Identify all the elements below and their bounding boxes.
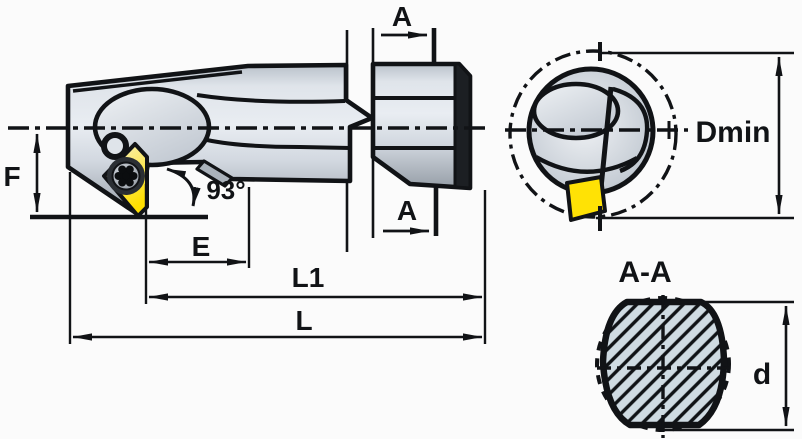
section-label-bottom: A — [397, 195, 417, 226]
front-pocket-ellipse — [531, 81, 621, 141]
section-view: A-A d — [595, 256, 794, 438]
front-pocket-bottom-arc — [534, 155, 639, 174]
dim-label-e: E — [192, 231, 211, 262]
torx-screw — [107, 157, 145, 195]
angle-arc-93 — [166, 167, 201, 207]
side-view — [8, 28, 488, 252]
angle-label-93: 93° — [206, 175, 245, 205]
section-view-title: A-A — [618, 256, 671, 289]
dim-label-l1: L1 — [292, 262, 325, 293]
section-label-top: A — [392, 1, 412, 32]
head-top-chamfer-line — [72, 70, 243, 93]
neck-lower-band-line — [206, 138, 351, 150]
head-bottom-facet — [195, 159, 234, 188]
dim-label-f: F — [3, 161, 20, 192]
dim-label-d: d — [753, 358, 771, 391]
dimensions-side: F E L1 L 93° A A — [3, 1, 487, 344]
dim-label-l: L — [295, 305, 312, 336]
shank-end-face — [453, 62, 472, 190]
neck-upper-band-line — [196, 93, 346, 104]
dim-label-dmin: Dmin — [696, 116, 771, 149]
cutting-insert-front — [565, 175, 607, 222]
dmin-bore-circle — [508, 49, 678, 219]
front-view: Dmin — [505, 42, 794, 231]
coolant-hole — [101, 132, 129, 160]
